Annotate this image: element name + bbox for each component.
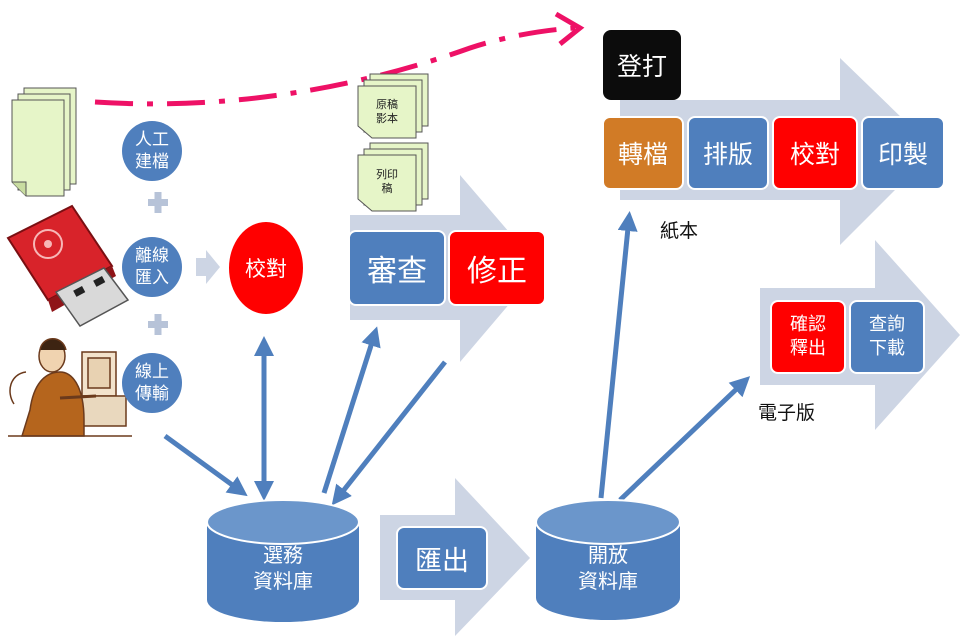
arrow-correct-to-db — [331, 360, 447, 506]
open-db-label: 開放 資料庫 — [578, 543, 638, 593]
small-gray-arrow — [196, 250, 220, 284]
print-draft-label: 列印 稿 — [376, 168, 398, 195]
original-copy-label: 原稿 影本 — [376, 98, 398, 125]
person-at-computer-icon — [8, 338, 132, 437]
export-box: 匯出 — [396, 526, 488, 590]
arrow-opendb-to-paper — [598, 211, 638, 499]
election-db-label: 選務 資料庫 — [253, 543, 313, 593]
convert-box: 轉檔 — [602, 116, 684, 190]
offline-import-node: 離線 匯入 — [122, 237, 182, 297]
review-box: 審查 — [348, 230, 446, 306]
manual-entry-node: 人工 建檔 — [122, 121, 182, 181]
print-draft-doc-icon — [357, 142, 429, 212]
election-db-cylinder — [206, 499, 360, 622]
printing-box: 印製 — [861, 116, 945, 190]
proofread-print-box: 校對 — [772, 116, 858, 190]
electronic-label: 電子版 — [758, 402, 816, 424]
plus-icon — [148, 192, 168, 213]
paper-label: 紙本 — [660, 220, 699, 242]
original-copy-doc-icon — [357, 73, 429, 139]
open-db-cylinder — [535, 499, 681, 620]
arrow-online-to-db — [163, 433, 248, 497]
proofread-main-node: 校對 — [229, 222, 303, 314]
flow-arrows — [163, 211, 751, 506]
typing-box: 登打 — [603, 30, 681, 100]
dashed-flow-line — [94, 25, 576, 107]
documents-stack-icon — [11, 87, 77, 197]
correct-box: 修正 — [448, 230, 546, 306]
dashed-arrowhead-icon — [554, 11, 585, 46]
query-download-box: 查詢 下載 — [849, 300, 925, 374]
confirm-release-box: 確認 釋出 — [770, 300, 846, 374]
layout-box: 排版 — [687, 116, 769, 190]
online-transfer-node: 線上 傳輸 — [122, 353, 182, 413]
plus-icon — [148, 314, 168, 335]
arrow-opendb-to-electronic — [618, 376, 751, 502]
arrow-db-to-review — [321, 326, 381, 494]
usb-drive-icon — [6, 204, 130, 327]
